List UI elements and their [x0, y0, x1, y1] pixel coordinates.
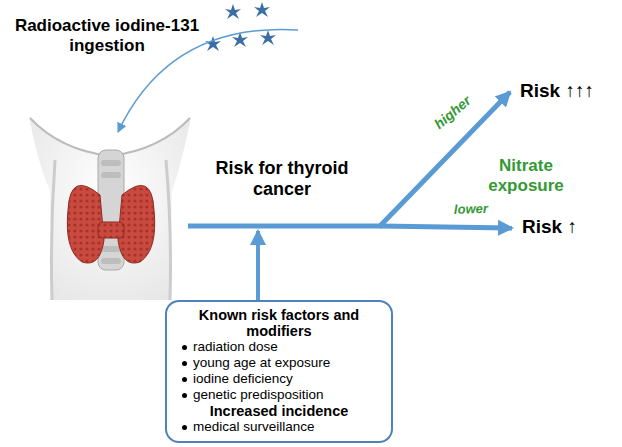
bullet-item: iodine deficiency — [177, 371, 381, 387]
text-run: Increased incidence — [210, 403, 349, 419]
outcome-label: Risk ↑↑↑ — [520, 80, 620, 102]
text-run: medical surveillance — [193, 419, 315, 434]
text-run: radiation dose — [193, 339, 278, 354]
bullet-dot — [182, 425, 187, 430]
bullet-item: radiation dose — [177, 339, 381, 355]
modifier-arrow — [256, 231, 260, 300]
neck-illustration — [30, 118, 190, 300]
bullet-dot — [182, 377, 187, 382]
info-box: Known risk factors and modifiersradiatio… — [165, 300, 393, 443]
box-heading: Increased incidence — [177, 403, 381, 419]
source-label: Radioactive iodine-131 ingestion — [2, 16, 212, 55]
branch-label: lower — [454, 201, 504, 218]
bullet-dot — [182, 361, 187, 366]
risk-label: Risk for thyroid cancer — [192, 158, 372, 199]
text-run: Known risk factors and modifiers — [199, 307, 359, 339]
bullet-item: medical surveillance — [177, 419, 381, 435]
box-heading: Known risk factors and modifiers — [177, 307, 381, 339]
text-run: iodine deficiency — [193, 371, 293, 386]
text-run: young age at exposure — [193, 355, 330, 370]
radiation-stars — [205, 2, 276, 51]
ingestion-arrow — [118, 29, 298, 132]
bullet-dot — [182, 393, 187, 398]
bullet-item: genetic predisposition — [177, 387, 381, 403]
text-run: genetic predisposition — [193, 387, 324, 402]
bullet-item: young age at exposure — [177, 355, 381, 371]
outcome-label: Risk ↑ — [522, 216, 618, 238]
bullet-dot — [182, 345, 187, 350]
exposure-label: Nitrate exposure — [470, 156, 582, 195]
